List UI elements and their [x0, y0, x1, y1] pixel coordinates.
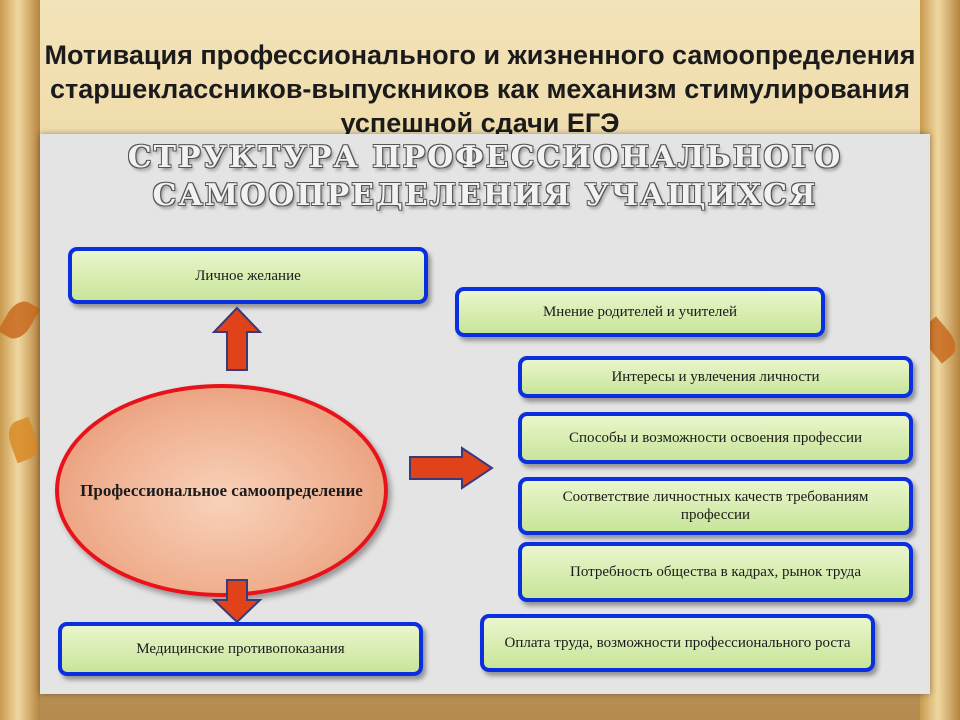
box-salary-career-growth: Оплата труда, возможности профессиональн… — [480, 614, 875, 672]
box-labor-market-demand: Потребность общества в кадрах, рынок тру… — [518, 542, 913, 602]
slide-title: Мотивация профессионального и жизненного… — [44, 40, 916, 138]
arrow-up-icon — [211, 306, 263, 371]
center-ellipse: Профессиональное самоопределение — [55, 384, 388, 597]
diagram-panel: СТРУКТУРА ПРОФЕССИОНАЛЬНОГО САМООПРЕДЕЛЕ… — [40, 134, 930, 694]
diagram-heading-line2: САМООПРЕДЕЛЕНИЯ УЧАЩИХСЯ — [152, 178, 818, 213]
diagram-heading-line1: СТРУКТУРА ПРОФЕССИОНАЛЬНОГО — [127, 140, 843, 175]
box-medical-contraindications: Медицинские противопоказания — [58, 622, 423, 676]
arrow-right-icon — [409, 446, 494, 490]
box-parents-teachers-opinion: Мнение родителей и учителей — [455, 287, 825, 337]
scroll-left-decoration — [0, 0, 40, 720]
box-personal-desire: Личное желание — [68, 247, 428, 304]
arrow-down-icon — [211, 579, 263, 624]
box-interests-hobbies: Интересы и увлечения личности — [518, 356, 913, 398]
box-ways-to-master-profession: Способы и возможности освоения профессии — [518, 412, 913, 464]
box-personal-qualities-match: Соответствие личностных качеств требован… — [518, 477, 913, 535]
